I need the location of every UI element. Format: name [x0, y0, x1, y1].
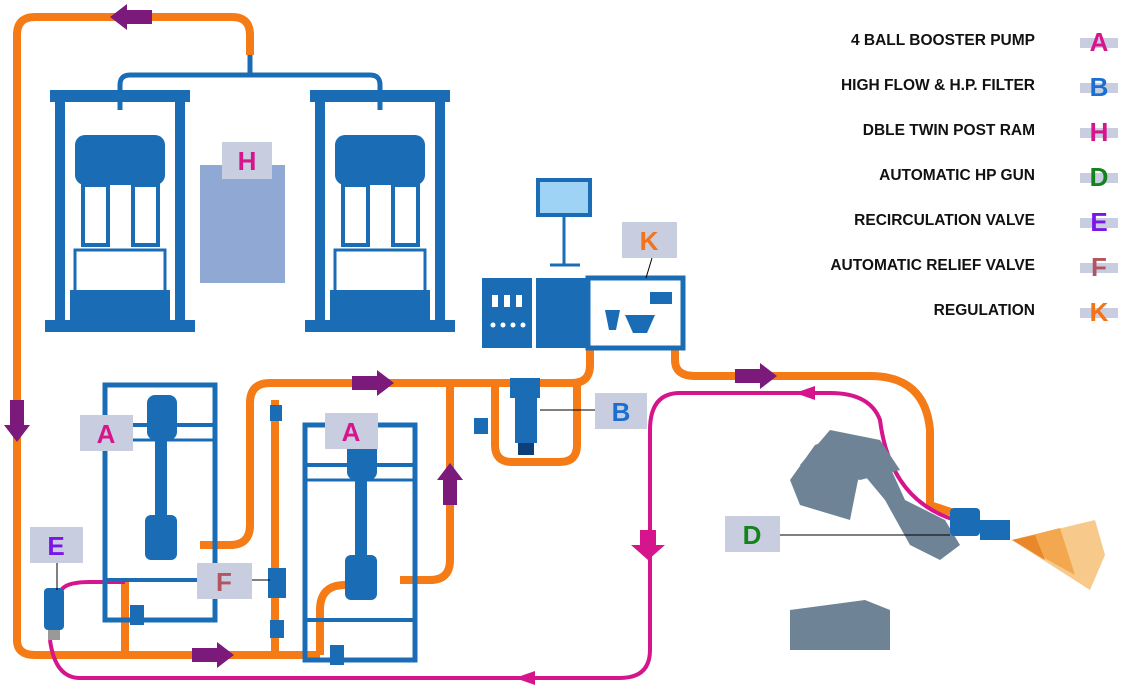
recirculation-valve [44, 588, 64, 640]
legend-text: 4 BALL BOOSTER PUMP [850, 32, 1035, 49]
svg-text:H: H [238, 146, 257, 176]
legend-item: 4 BALL BOOSTER PUMP A [780, 26, 1130, 71]
legend: 4 BALL BOOSTER PUMP A HIGH FLOW & H.P. FI… [780, 26, 1130, 341]
hp-filter [474, 378, 540, 455]
svg-text:K: K [640, 226, 659, 256]
legend-badge: B [1080, 73, 1118, 101]
svg-text:B: B [612, 397, 631, 427]
return-arrow [795, 386, 815, 400]
label-a-1: A [80, 415, 133, 451]
legend-badge: H [1080, 118, 1118, 146]
legend-text: RECIRCULATION VALVE [854, 212, 1035, 229]
label-e: E [30, 527, 83, 563]
relief-valve [268, 405, 286, 638]
dble-twin-post-ram [43, 55, 457, 334]
svg-text:A: A [342, 417, 361, 447]
legend-item: AUTOMATIC RELIEF VALVE F [780, 251, 1130, 296]
legend-item: REGULATION K [780, 296, 1130, 341]
svg-text:E: E [47, 531, 64, 561]
label-f: F [197, 563, 252, 599]
label-a-2: A [325, 413, 378, 449]
legend-item: DBLE TWIN POST RAM H [780, 116, 1130, 161]
label-k: K [622, 222, 677, 258]
flow-arrows [4, 4, 815, 685]
legend-item: HIGH FLOW & H.P. FILTER B [780, 71, 1130, 116]
legend-badge: E [1080, 208, 1118, 236]
legend-text: AUTOMATIC HP GUN [879, 167, 1035, 184]
label-d: D [725, 516, 780, 552]
legend-item: RECIRCULATION VALVE E [780, 206, 1130, 251]
svg-text:F: F [216, 567, 232, 597]
legend-text: DBLE TWIN POST RAM [862, 122, 1035, 139]
return-arrow [515, 671, 535, 685]
label-h: H [222, 142, 272, 179]
legend-text: AUTOMATIC RELIEF VALVE [830, 257, 1035, 274]
legend-text: REGULATION [933, 302, 1035, 319]
label-b: B [595, 393, 647, 429]
legend-text: HIGH FLOW & H.P. FILTER [840, 77, 1035, 94]
control-cabinet [482, 178, 686, 351]
robot-arm [790, 430, 960, 650]
spray-gun [950, 508, 1105, 590]
svg-text:A: A [97, 419, 116, 449]
legend-badge: D [1080, 163, 1118, 191]
supply-lines [13, 13, 962, 659]
legend-badge: K [1080, 298, 1118, 326]
return-arrow [631, 530, 665, 560]
legend-item: AUTOMATIC HP GUN D [780, 161, 1130, 206]
svg-text:D: D [743, 520, 762, 550]
legend-badge: A [1080, 28, 1118, 56]
legend-badge: F [1080, 253, 1118, 281]
